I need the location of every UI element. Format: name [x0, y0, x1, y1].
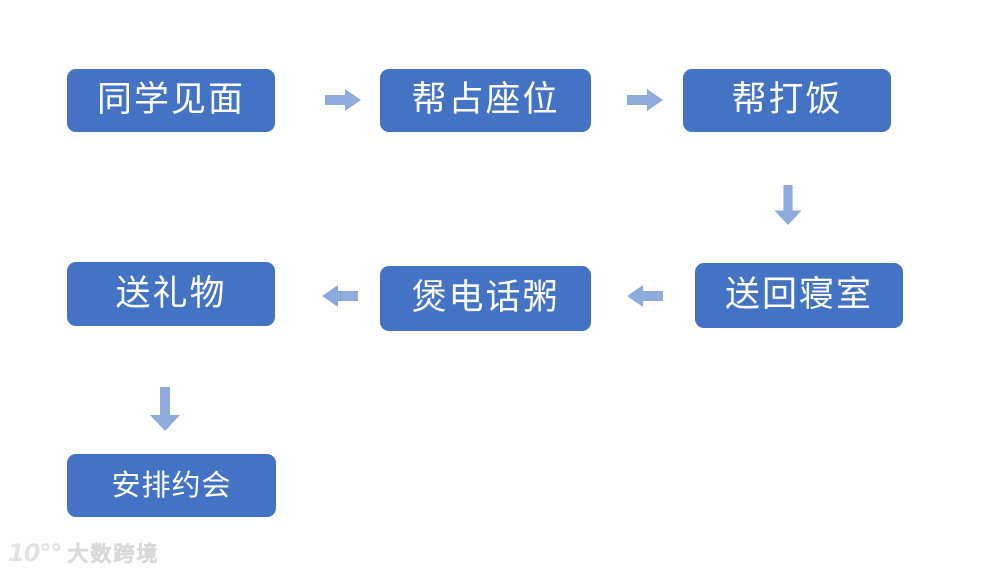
- flow-node-classmates-meet: 同学见面: [67, 69, 275, 132]
- arrow-left-icon: [627, 285, 663, 307]
- arrow-down-icon: [150, 387, 180, 431]
- flow-node-get-food: 帮打饭: [683, 69, 891, 132]
- arrow-down-icon: [773, 185, 803, 225]
- arrow-left-icon: [322, 285, 358, 307]
- flow-node-arrange-date: 安排约会: [67, 454, 276, 517]
- flow-node-give-gifts: 送礼物: [67, 262, 275, 326]
- flow-node-phone-calls: 煲电话粥: [380, 266, 591, 331]
- arrow-right-icon: [325, 89, 361, 111]
- watermark: 10°° 大数跨境: [8, 538, 159, 568]
- watermark-logo: 10°°: [8, 539, 62, 567]
- flow-node-save-seat: 帮占座位: [380, 69, 591, 132]
- arrow-right-icon: [627, 89, 663, 111]
- flow-node-escort-dorm: 送回寝室: [695, 263, 903, 328]
- watermark-brand-text: 大数跨境: [67, 542, 160, 567]
